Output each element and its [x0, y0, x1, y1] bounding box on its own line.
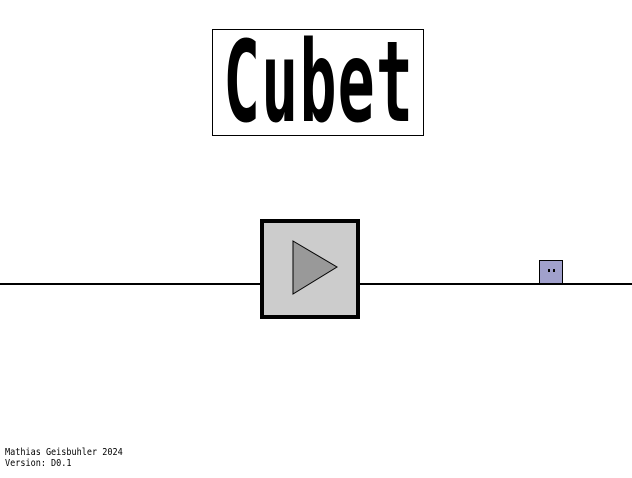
cube-eye-right: [553, 269, 555, 272]
play-button[interactable]: [260, 219, 360, 319]
title-box: Cubet: [212, 29, 424, 136]
play-icon: [292, 240, 338, 295]
footer: Mathias Geisbuhler 2024 Version: D0.1: [5, 447, 123, 469]
player-cube: [539, 260, 563, 284]
game-title: Cubet: [223, 29, 415, 136]
cube-eye-left: [548, 269, 550, 272]
version-label: Version: D0.1: [5, 458, 72, 469]
author-credit: Mathias Geisbuhler 2024: [5, 447, 123, 458]
